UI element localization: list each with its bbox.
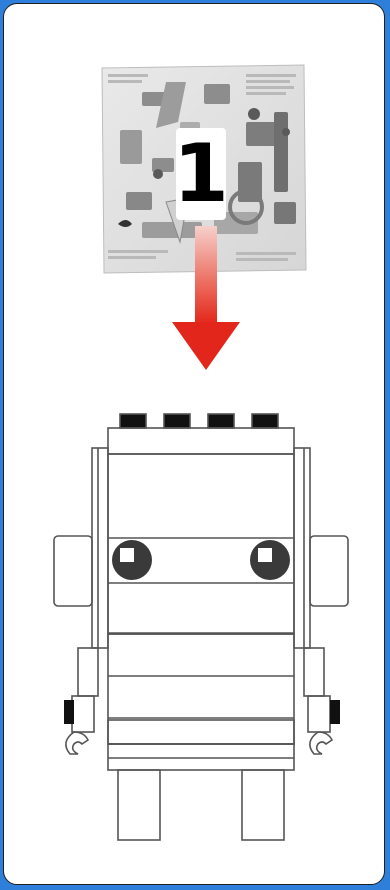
brick-figure-icon xyxy=(52,408,352,848)
down-arrow-icon xyxy=(166,226,246,374)
step-number-badge: 1 xyxy=(176,128,226,220)
step-number: 1 xyxy=(176,128,226,220)
instruction-panel: 1 xyxy=(3,3,385,885)
